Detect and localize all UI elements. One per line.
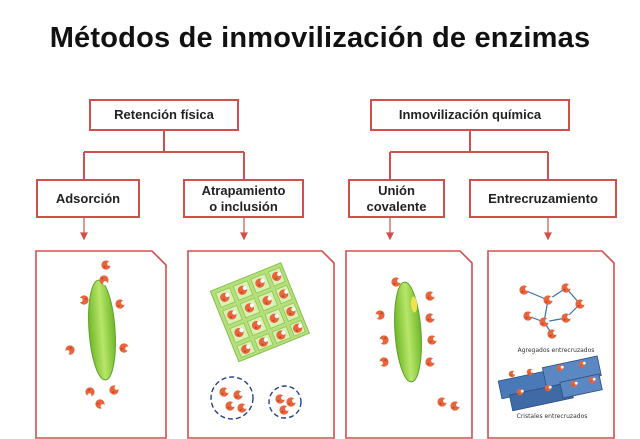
group-label: Retención física bbox=[114, 107, 214, 122]
microcapsules bbox=[210, 376, 302, 420]
gel-lattice bbox=[209, 262, 310, 363]
method-adsorcion: Adsorción bbox=[36, 179, 140, 218]
panel-entrecruzamiento bbox=[487, 250, 615, 439]
method-entrecruzamiento: Entrecruzamiento bbox=[469, 179, 617, 218]
method-union-covalente: Unión covalente bbox=[348, 179, 445, 218]
page-title: Métodos de inmovilización de enzimas bbox=[49, 22, 591, 54]
method-label-line: Unión bbox=[378, 182, 415, 198]
method-label: Adsorción bbox=[55, 190, 121, 206]
covalent-carrier bbox=[394, 281, 422, 383]
method-atrapamiento: Atrapamiento o inclusión bbox=[183, 179, 304, 218]
group-label: Inmovilización química bbox=[398, 107, 542, 122]
caption-aggregates: Agregados entrecruzados bbox=[518, 347, 595, 354]
group-physical-retention: Retención física bbox=[89, 99, 239, 131]
method-label-line: covalente bbox=[366, 198, 427, 214]
group-chemical-immobilization: Inmovilización química bbox=[370, 99, 570, 131]
method-label-line: o inclusión bbox=[209, 198, 278, 214]
method-label-line: Atrapamiento bbox=[201, 182, 286, 198]
crosslinked-crystals bbox=[497, 355, 603, 412]
crosslinked-aggregate bbox=[519, 283, 586, 339]
adsorption-carrier bbox=[88, 279, 116, 381]
method-label: Entrecruzamiento bbox=[488, 190, 598, 206]
caption-crystals: Cristales entrecruzados bbox=[517, 413, 588, 420]
